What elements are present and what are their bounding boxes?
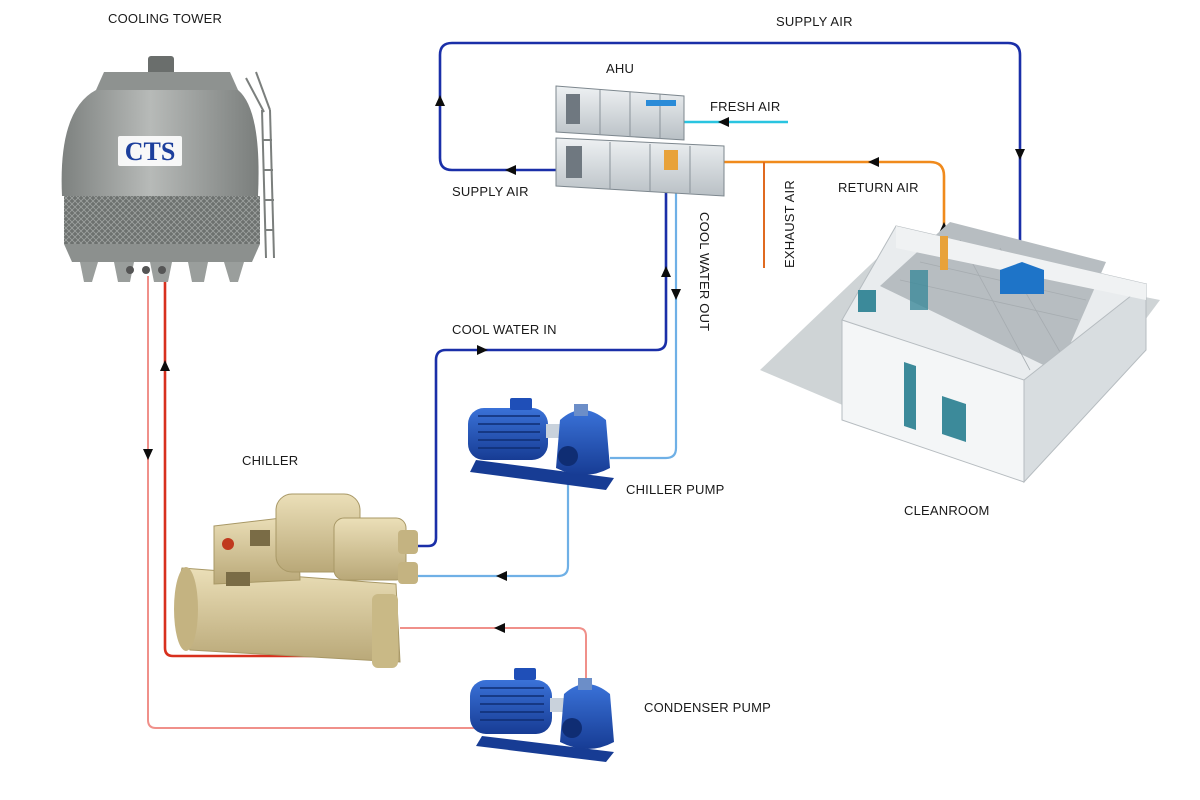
return-air-line [722,160,946,252]
chiller-unit [174,493,418,668]
label-fresh-air: FRESH AIR [710,99,780,114]
condenser-pump [470,668,614,762]
label-exhaust-air: EXHAUST AIR [782,180,797,268]
condenser-arrows [143,360,505,633]
cool-water-in-arrows [477,266,671,355]
cool-water-out-line [412,182,678,578]
tower-logo-text: CTS [125,137,176,166]
cooling-tower: CTS [61,56,275,282]
label-chiller-pump: CHILLER PUMP [626,482,724,497]
ahu-unit [555,85,725,197]
cool-water-out-arrows [496,289,681,581]
supply-air-arrows [435,95,1025,175]
label-cool-water-out: COOL WATER OUT [697,212,712,331]
label-cooling-tower: COOLING TOWER [108,11,222,26]
condenser-hot-line [163,276,372,658]
return-air-arrows [868,157,949,233]
label-condenser-pump: CONDENSER PUMP [644,700,771,715]
condenser-return-line [147,276,587,729]
label-supply-air-left: SUPPLY AIR [452,184,529,199]
cool-water-in-line [415,182,668,548]
chiller-pump [468,398,614,490]
label-cleanroom: CLEANROOM [904,503,990,518]
fresh-air-line [682,117,788,127]
label-chiller: CHILLER [242,453,298,468]
diagram-labels: COOLING TOWER SUPPLY AIR AHU FRESH AIR S… [108,11,990,715]
label-supply-air-top: SUPPLY AIR [776,14,853,29]
label-ahu: AHU [606,61,634,76]
label-cool-water-in: COOL WATER IN [452,322,557,337]
label-return-air: RETURN AIR [838,180,919,195]
supply-air-duct-loop [438,41,1022,270]
cleanroom [760,222,1160,484]
